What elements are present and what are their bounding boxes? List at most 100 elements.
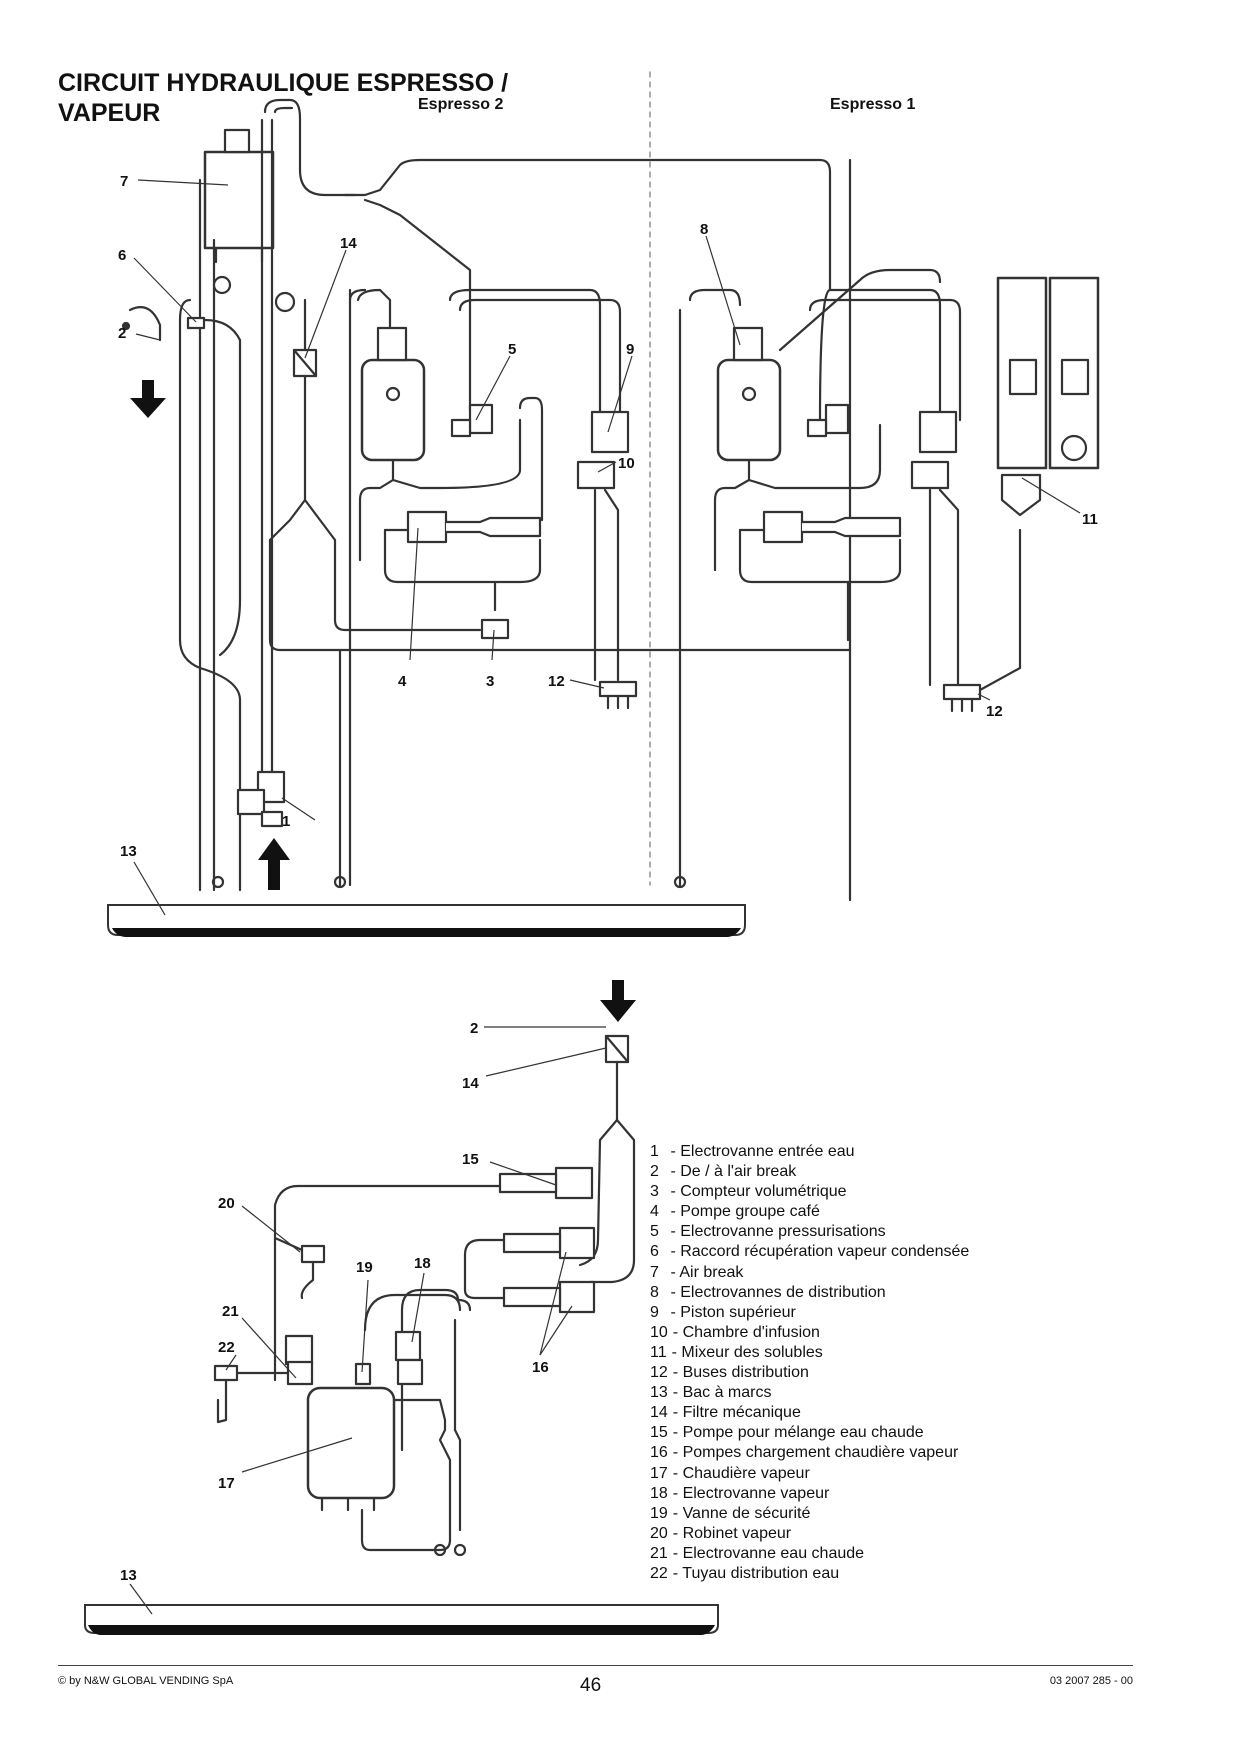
callout-9: 9 xyxy=(626,341,634,358)
legend-text: - Filtre mécanique xyxy=(672,1404,801,1422)
legend-item: 14- Filtre mécanique xyxy=(650,1403,969,1423)
legend-number: 14 xyxy=(650,1404,668,1422)
water-distribution-tube xyxy=(213,1364,290,1424)
leader-lines xyxy=(129,179,1081,1615)
callout-14b: 14 xyxy=(462,1075,479,1092)
legend-number: 17 xyxy=(650,1464,668,1482)
legend-item: 20- Robinet vapeur xyxy=(650,1524,969,1544)
legend-text: - Raccord récupération vapeur condensée xyxy=(670,1243,970,1261)
boiler-espresso-2 xyxy=(360,326,426,462)
callout-13b: 13 xyxy=(120,1567,137,1584)
legend-number: 8 xyxy=(650,1283,659,1301)
legend-text: - Electrovanne eau chaude xyxy=(672,1544,865,1562)
legend-item: 21- Electrovanne eau chaude xyxy=(650,1544,969,1564)
footer-doc-code: 03 2007 285 - 00 xyxy=(1049,1675,1133,1687)
legend-text: - Buses distribution xyxy=(672,1364,809,1382)
legend-item: 10- Chambre d'infusion xyxy=(650,1323,969,1343)
arrow-down-icon-2 xyxy=(600,980,636,1022)
callout-17: 17 xyxy=(218,1475,235,1492)
page-title: CIRCUIT HYDRAULIQUE ESPRESSO / VAPEUR xyxy=(58,68,508,128)
legend-number: 5 xyxy=(650,1223,659,1241)
title-line-2: VAPEUR xyxy=(58,99,161,127)
legend-item: 6 - Raccord récupération vapeur condensé… xyxy=(650,1242,969,1262)
legend-text: - De / à l'air break xyxy=(670,1163,797,1181)
legend-text: - Electrovannes de distribution xyxy=(670,1283,886,1301)
legend-text: - Robinet vapeur xyxy=(672,1524,792,1542)
coffee-pump-espresso-1 xyxy=(762,510,902,544)
distribution-valves-espresso-1 xyxy=(806,403,850,438)
legend-number: 10 xyxy=(650,1323,668,1341)
mechanical-filter xyxy=(292,348,318,378)
callout-15: 15 xyxy=(462,1151,479,1168)
grounds-bin-bottom xyxy=(84,1604,719,1635)
callout-5: 5 xyxy=(508,341,516,358)
legend-item: 11- Mixeur des solubles xyxy=(650,1343,969,1363)
legend-text: - Chaudière vapeur xyxy=(672,1464,810,1482)
legend-number: 12 xyxy=(650,1364,668,1382)
legend-item: 17- Chaudière vapeur xyxy=(650,1464,969,1484)
legend-number: 13 xyxy=(650,1384,668,1402)
coffee-pump-espresso-2 xyxy=(406,510,542,544)
callout-14a: 14 xyxy=(340,235,357,252)
label-espresso-1: Espresso 1 xyxy=(830,96,916,113)
legend-item: 1 - Electrovanne entrée eau xyxy=(650,1142,969,1162)
page-number: 46 xyxy=(580,1675,602,1696)
legend-text: - Tuyau distribution eau xyxy=(672,1564,840,1582)
legend-number: 19 xyxy=(650,1504,668,1522)
flowmeter xyxy=(480,618,510,640)
boiler-espresso-1 xyxy=(716,326,782,462)
hot-water-mixing-pump xyxy=(498,1166,594,1200)
legend-text: - Electrovanne pressurisations xyxy=(670,1223,886,1241)
callout-2b: 2 xyxy=(470,1020,478,1037)
arrow-down-icon xyxy=(130,380,166,418)
legend-number: 18 xyxy=(650,1484,668,1502)
legend-number: 6 xyxy=(650,1243,659,1261)
legend-text: - Compteur volumétrique xyxy=(670,1183,847,1201)
legend-text: - Pompe pour mélange eau chaude xyxy=(672,1424,924,1442)
legend-number: 7 xyxy=(650,1263,659,1281)
callout-13a: 13 xyxy=(120,843,137,860)
callout-4: 4 xyxy=(398,673,407,690)
legend-item: 5 - Electrovanne pressurisations xyxy=(650,1222,969,1242)
legend-number: 11 xyxy=(650,1343,667,1361)
legend-text: - Air break xyxy=(670,1263,744,1281)
pressurisation-valve xyxy=(450,403,494,438)
water-inlet-valve xyxy=(236,770,286,828)
steam-boiler xyxy=(306,1386,396,1512)
label-espresso-2: Espresso 2 xyxy=(418,96,504,113)
legend-number: 21 xyxy=(650,1544,668,1562)
legend-text: - Electrovanne entrée eau xyxy=(670,1143,855,1160)
callout-19: 19 xyxy=(356,1259,373,1276)
legend-item: 9 - Piston supérieur xyxy=(650,1303,969,1323)
callout-22: 22 xyxy=(218,1339,235,1356)
legend-text: - Pompes chargement chaudière vapeur xyxy=(672,1444,959,1462)
callout-12a: 12 xyxy=(548,673,565,690)
legend-number: 15 xyxy=(650,1424,668,1442)
legend-number: 9 xyxy=(650,1303,659,1321)
legend-item: 18- Electrovanne vapeur xyxy=(650,1484,969,1504)
legend-item: 2 - De / à l'air break xyxy=(650,1162,969,1182)
flow-arrows xyxy=(130,380,636,1022)
solubles-mixer xyxy=(996,276,1100,517)
legend-number: 4 xyxy=(650,1203,659,1221)
legend-item: 4 - Pompe groupe café xyxy=(650,1202,969,1222)
callout-1: 1 xyxy=(282,813,290,830)
safety-valve xyxy=(354,1362,372,1386)
legend-item: 22- Tuyau distribution eau xyxy=(650,1564,969,1584)
legend-item: 15- Pompe pour mélange eau chaude xyxy=(650,1423,969,1443)
callout-16: 16 xyxy=(532,1359,549,1376)
legend-text: - Pompe groupe café xyxy=(670,1203,820,1221)
steam-boiler-feed-pumps xyxy=(502,1226,596,1314)
arrow-up-icon xyxy=(258,838,290,860)
footer-copyright: © by N&W GLOBAL VENDING SpA xyxy=(58,1675,234,1687)
legend-number: 22 xyxy=(650,1564,668,1582)
grounds-bin-top xyxy=(107,904,746,937)
title-line-1: CIRCUIT HYDRAULIQUE ESPRESSO / xyxy=(58,69,509,97)
legend-number: 3 xyxy=(650,1183,659,1201)
legend-text: - Chambre d'infusion xyxy=(672,1323,820,1341)
infusion-group-espresso-2 xyxy=(576,410,630,490)
legend-item: 16- Pompes chargement chaudière vapeur xyxy=(650,1443,969,1463)
legend-number: 20 xyxy=(650,1524,668,1542)
